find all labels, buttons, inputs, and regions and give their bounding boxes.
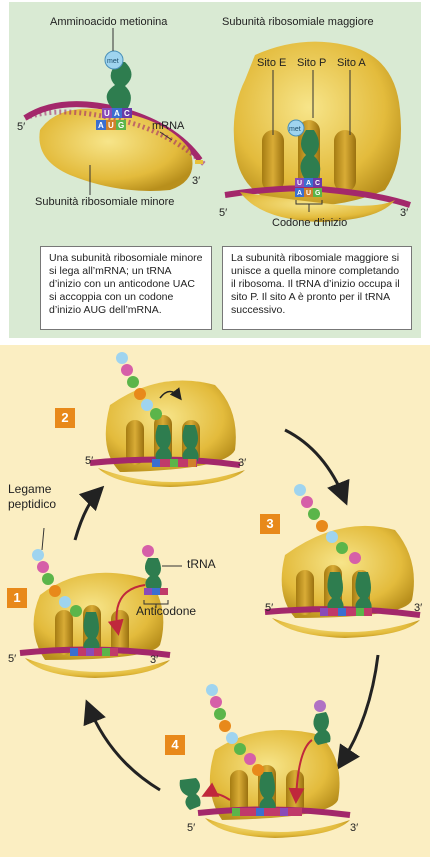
step-badge-3: 3: [260, 514, 280, 534]
svg-text:U: U: [108, 121, 114, 130]
svg-text:G: G: [315, 190, 321, 197]
svg-text:A: A: [297, 190, 302, 197]
label-5prime-step1: 5′: [8, 653, 17, 665]
step-badge-2: 2: [55, 408, 75, 428]
incoming-trna: [144, 558, 162, 590]
caption-box-right: La subunità ribosomiale maggiore si unis…: [222, 246, 412, 330]
ribosome-step-2: [89, 352, 245, 487]
label-3prime-right: 3′: [400, 207, 409, 219]
methionine-ball: [104, 50, 124, 70]
site-a-pocket: [334, 130, 356, 192]
label-site-p: Sito P: [297, 57, 327, 69]
svg-text:A: A: [114, 109, 120, 118]
label-large-subunit: Subunità ribosomiale maggiore: [222, 16, 374, 28]
small-subunit-right: [240, 192, 395, 222]
cycle-arrow-4-1: [83, 699, 161, 792]
svg-text:U: U: [306, 190, 311, 197]
label-site-e: Sito E: [257, 57, 287, 69]
svg-text:met: met: [289, 126, 301, 133]
svg-text:A: A: [98, 121, 104, 130]
caption-box-left: Una subunità ribosomiale minore si lega …: [40, 246, 212, 330]
cycle-arrow-1-2: [73, 485, 105, 541]
label-anticodon: Anticodone: [136, 604, 197, 618]
label-5prime-step2: 5′: [85, 455, 94, 467]
initiator-trna-p-site: [300, 130, 321, 178]
ribosome-step-3: [264, 484, 421, 638]
label-3prime-step2: 3′: [238, 457, 247, 469]
label-3prime-step1: 3′: [150, 654, 159, 666]
label-3prime-left: 3′: [192, 175, 201, 187]
svg-text:U: U: [297, 180, 302, 187]
svg-text:C: C: [315, 180, 320, 187]
exiting-trna: [179, 778, 201, 810]
cycle-arrow-2-3: [284, 428, 350, 506]
label-5prime-left: 5′: [17, 121, 26, 133]
label-methionine: Amminoacido metionina: [50, 16, 168, 28]
svg-text:G: G: [118, 121, 124, 130]
site-e-pocket: [262, 130, 284, 192]
label-start-codon: Codone d’inizio: [272, 217, 348, 229]
svg-text:A: A: [306, 180, 311, 187]
label-site-a: Sito A: [337, 57, 366, 69]
ribosome-step-1: [19, 527, 182, 678]
label-mrna: mRNA: [152, 120, 185, 132]
initiation-complex-left: met U A C A U G: [23, 28, 207, 195]
mrna-strand-right: [224, 185, 411, 208]
label-trna: tRNA: [187, 557, 216, 571]
label-peptide-bond: Legame peptidico: [8, 482, 57, 511]
label-5prime-step4: 5′: [187, 822, 196, 834]
step-badge-4: 4: [165, 735, 185, 755]
codon-aug: A U G: [96, 120, 126, 130]
step-badge-1: 1: [7, 588, 27, 608]
anticodon-uac: U A C: [102, 108, 132, 118]
label-5prime-step3: 5′: [265, 602, 274, 614]
initiator-trna: [106, 62, 132, 108]
met-text: met: [107, 58, 119, 65]
initiation-complex-right: met U A C A U G: [224, 41, 411, 222]
label-5prime-right: 5′: [219, 207, 228, 219]
label-small-subunit: Subunità ribosomiale minore: [35, 196, 175, 208]
label-3prime-step3: 3′: [414, 602, 423, 614]
ribosome-step-4: [179, 684, 351, 838]
svg-text:U: U: [104, 109, 110, 118]
cycle-arrow-3-4: [336, 654, 380, 770]
label-3prime-step4: 3′: [350, 822, 359, 834]
svg-text:C: C: [124, 109, 130, 118]
